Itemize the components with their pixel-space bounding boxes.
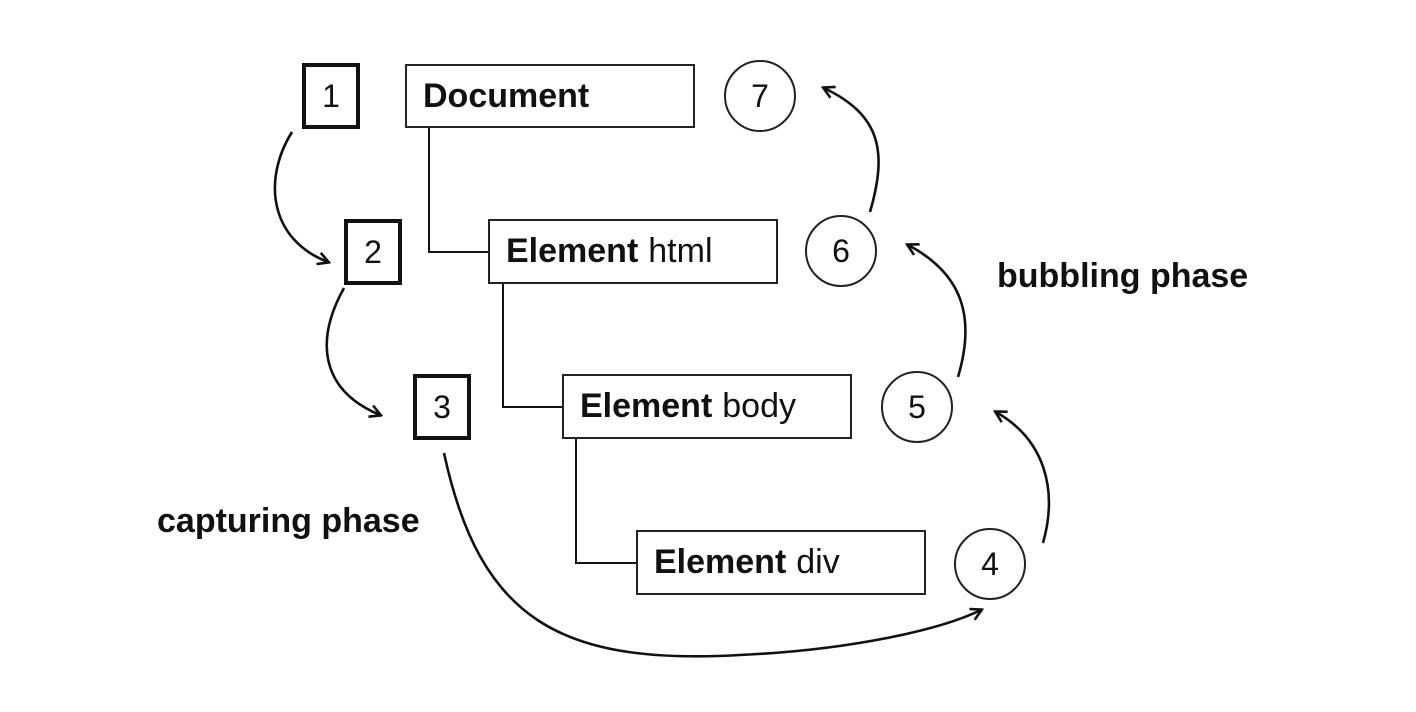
- tree-connector-body-div: [575, 438, 637, 564]
- bubble-arrow-6-7: [824, 88, 880, 213]
- bubble-arrow-4-5: [996, 412, 1051, 544]
- node-html-keyword: Element: [506, 232, 639, 270]
- node-body-keyword: Element: [580, 387, 713, 425]
- tree-connector-html-body: [502, 284, 563, 408]
- capture-step-2: 2: [344, 219, 402, 285]
- capture-step-3: 3: [413, 374, 471, 440]
- bubble-arrow-5-6: [908, 245, 967, 378]
- capture-arrow-2-3: [325, 287, 380, 415]
- bubble-step-4: 4: [954, 528, 1026, 600]
- capture-arrow-3-4: [442, 452, 981, 658]
- node-body-tag: body: [722, 387, 796, 425]
- bubbling-phase-label: bubbling phase: [997, 257, 1249, 295]
- bubble-step-7: 7: [724, 60, 796, 132]
- node-div-tag: div: [796, 543, 840, 581]
- node-div: Element div: [636, 530, 926, 595]
- capture-arrow-1-2: [273, 131, 328, 262]
- capturing-phase-label: capturing phase: [157, 502, 420, 540]
- capture-step-1: 1: [302, 63, 360, 129]
- node-html: Element html: [488, 219, 778, 284]
- node-html-tag: html: [648, 232, 713, 270]
- tree-connector-document-html: [428, 128, 490, 253]
- bubble-step-5: 5: [881, 371, 953, 443]
- node-document: Document: [405, 64, 695, 128]
- node-document-keyword: Document: [423, 76, 590, 115]
- bubble-step-6: 6: [805, 215, 877, 287]
- node-div-keyword: Element: [654, 543, 787, 581]
- node-body: Element body: [562, 374, 852, 439]
